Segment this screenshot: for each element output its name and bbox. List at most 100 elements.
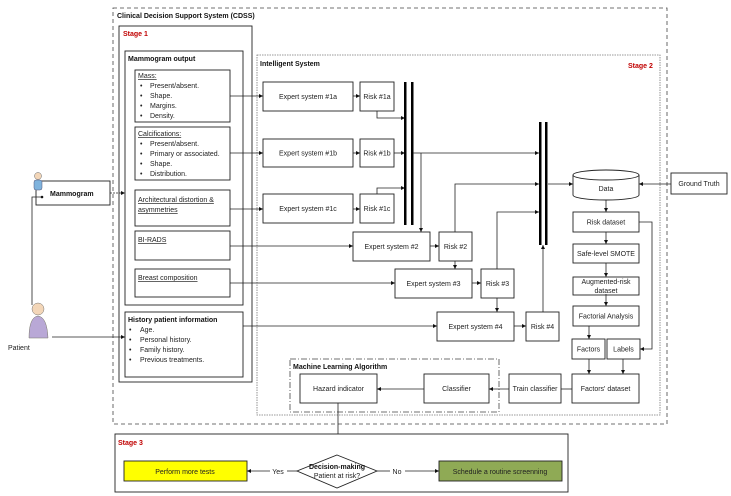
risk-box-label: Risk #1c <box>364 206 391 213</box>
svg-text:•: • <box>140 103 143 110</box>
hazard-indicator-box: Hazard indicator <box>299 373 378 404</box>
mammogram-box <box>35 180 111 206</box>
mass-item: Shape. <box>150 93 172 100</box>
risk-box: Risk #1c <box>359 193 395 224</box>
expert-system-box-label: Expert system #1a <box>279 94 337 101</box>
data-label: Data <box>599 186 614 193</box>
stage1-label: Stage 1 <box>123 31 148 38</box>
birads-box <box>134 230 231 261</box>
mass-item: Density. <box>150 113 175 120</box>
hazard-indicator-box-label: Hazard indicator <box>313 386 365 393</box>
expert-system-box-label: Expert system #4 <box>448 324 502 331</box>
expert-system-box-label: Expert system #3 <box>406 281 460 288</box>
architectural-line: Architectural distortion & <box>138 197 214 204</box>
ml-title: Machine Learning Algorithm <box>293 364 387 371</box>
labels-box-label: Labels <box>613 347 634 354</box>
factorial-analysis-box: Factorial Analysis <box>572 305 640 327</box>
svg-text:•: • <box>129 337 132 344</box>
calc-item: Distribution. <box>150 171 187 178</box>
history-item: Personal history. <box>140 337 192 344</box>
risk-dataset-box: Risk dataset <box>572 211 640 233</box>
expert-system-box: Expert system #4 <box>436 311 515 342</box>
expert-system-box-label: Expert system #1c <box>279 206 337 213</box>
expert-system-box-label: Expert system #2 <box>364 244 418 251</box>
risk-box: Risk #3 <box>480 268 515 299</box>
train-classifier-box-label: Train classifier <box>513 386 559 393</box>
factors-dataset-box: Factors' dataset <box>571 373 640 404</box>
risk-box-label: Risk #3 <box>486 281 509 288</box>
risk-box-label: Risk #2 <box>444 244 467 251</box>
factorial-analysis-box-label: Factorial Analysis <box>579 314 634 321</box>
risk-box: Risk #2 <box>438 231 473 262</box>
labels-box: Labels <box>606 338 641 360</box>
yes-label: Yes <box>272 469 284 476</box>
history-title: History patient information <box>128 317 217 324</box>
ml-algorithm-box <box>289 358 500 413</box>
risk-box-label: Risk #4 <box>531 324 554 331</box>
svg-text:•: • <box>140 171 143 178</box>
decision-diamond <box>295 454 379 489</box>
mass-item: Present/absent. <box>150 83 199 90</box>
augmented-dataset-box: Augmented-risk dataset <box>572 276 640 296</box>
schedule-screening-label: Schedule a routine screenning <box>453 469 548 476</box>
expert-system-box: Expert system #2 <box>352 231 431 262</box>
patient-icon <box>28 302 49 339</box>
doctor-icon <box>33 172 43 191</box>
risk-box: Risk #4 <box>525 311 560 342</box>
svg-text:•: • <box>140 141 143 148</box>
classifier-box: Classifier <box>423 373 490 404</box>
augmented-dataset-box-label: dataset <box>595 288 618 295</box>
no-label: No <box>393 469 402 476</box>
svg-text:•: • <box>140 113 143 120</box>
svg-text:•: • <box>140 151 143 158</box>
calc-item: Present/absent. <box>150 141 199 148</box>
breast-composition-label: Breast composition <box>138 275 198 282</box>
expert-system-box-label: Expert system #1b <box>279 151 337 158</box>
expert-system-box: Expert system #1c <box>262 193 354 224</box>
patient-label: Patient <box>8 345 30 352</box>
ground-truth-label: Ground Truth <box>678 181 719 188</box>
calcifications-box: Calcifications: •Present/absent. •Primar… <box>134 126 231 181</box>
breast-composition-box <box>134 268 231 298</box>
decision-label: Decision-making <box>309 464 365 471</box>
risk-box: Risk #1a <box>359 81 395 112</box>
history-item: Age. <box>140 327 154 334</box>
svg-text:•: • <box>140 161 143 168</box>
merge-bar <box>539 122 542 245</box>
perform-more-tests-label: Perform more tests <box>155 469 215 476</box>
cdss-title: Clinical Decision Support System (CDSS) <box>117 13 255 20</box>
intelligent-system-title: Intelligent System <box>260 61 320 68</box>
svg-text:•: • <box>129 357 132 364</box>
history-box: History patient information • Age. • Perso… <box>124 311 244 378</box>
smote-box: Safe-level SMOTE <box>572 243 640 264</box>
stage2-label: Stage 2 <box>628 63 653 70</box>
merge-bar <box>411 82 414 225</box>
ground-truth-box <box>670 172 728 195</box>
history-item: Family history. <box>140 347 185 354</box>
risk-dataset-box-label: Risk dataset <box>587 220 626 227</box>
expert-system-box: Expert system #1b <box>262 138 354 168</box>
stage3-label: Stage 3 <box>118 440 143 447</box>
risk-box: Risk #1b <box>359 138 395 168</box>
factors-box-label: Factors <box>577 347 601 354</box>
intelligent-system-box <box>256 54 661 416</box>
classifier-box-label: Classifier <box>442 386 471 393</box>
merge-bar <box>545 122 548 245</box>
factors-dataset-box-label: Factors' dataset <box>581 386 631 393</box>
merge-bar <box>404 82 407 225</box>
birads-label: BI-RADS <box>138 237 167 244</box>
augmented-dataset-box-label: Augmented-risk <box>581 279 631 286</box>
svg-text:•: • <box>129 347 132 354</box>
decision-question: Patient at risk? <box>314 473 360 480</box>
architectural-box: Architectural distortion & asymmetries <box>134 189 231 227</box>
calc-item: Primary or associated. <box>150 151 220 158</box>
expert-system-box: Expert system #1a <box>262 81 354 112</box>
data-store: Data <box>572 169 640 201</box>
smote-box-label: Safe-level SMOTE <box>577 251 635 258</box>
history-item: Previous treatments. <box>140 357 204 364</box>
svg-text:•: • <box>129 327 132 334</box>
mammogram-label: Mammogram <box>50 191 94 198</box>
risk-box-label: Risk #1b <box>363 151 390 158</box>
mass-title: Mass: <box>138 73 157 80</box>
